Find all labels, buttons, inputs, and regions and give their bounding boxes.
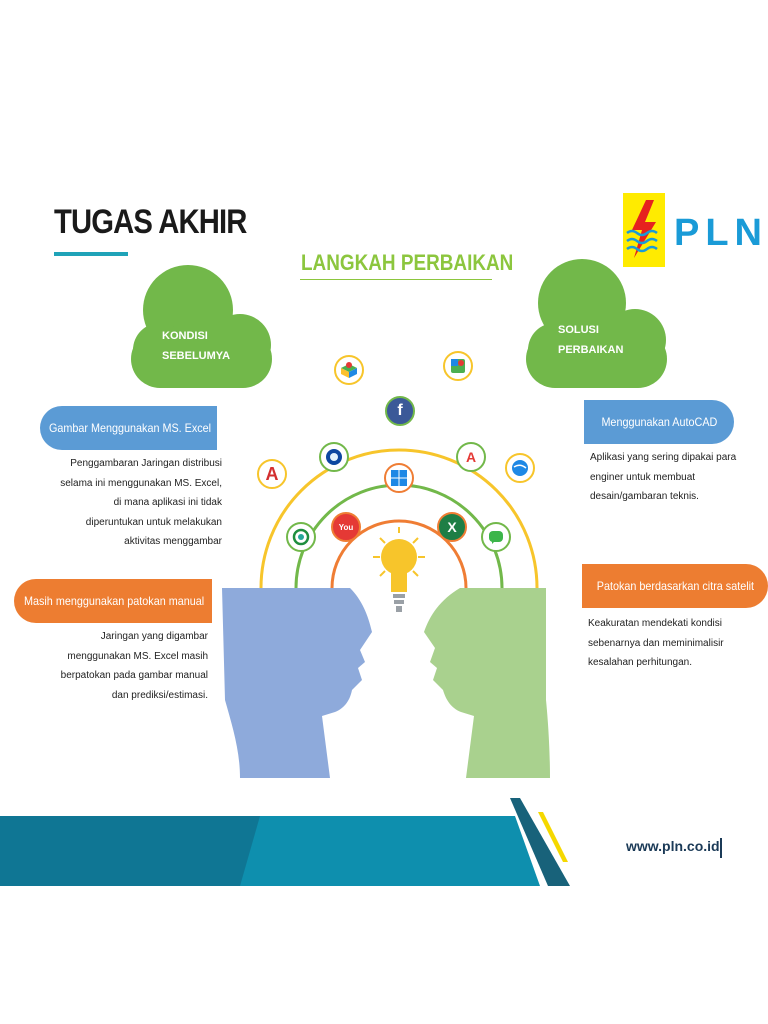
left-cloud-line2: SEBELUMYA <box>162 350 231 362</box>
left-heading-manual-text: Masih menggunakan patokan manual <box>24 594 205 608</box>
excel-icon: X <box>437 512 467 542</box>
right-desc-autocad: Aplikasi yang sering dipakai para engine… <box>590 448 736 507</box>
pdf-icon: A <box>456 442 486 472</box>
desc-line: menggunakan MS. Excel masih <box>67 650 208 662</box>
left-cloud <box>131 265 272 388</box>
footer-stripe-yellow <box>538 812 568 862</box>
footer-band-dark <box>0 816 260 886</box>
left-cloud-label: KONDISI SEBELUMYA <box>162 326 230 366</box>
facebook-glyph: f <box>397 402 403 419</box>
youtube-icon: You <box>331 512 361 542</box>
right-desc-satellite: Keakuratan mendekati kondisi sebenarnya … <box>588 614 724 673</box>
excel-glyph: X <box>447 519 457 535</box>
footer-separator <box>720 838 722 858</box>
left-heading-manual: Masih menggunakan patokan manual <box>14 579 212 623</box>
left-head <box>222 588 372 778</box>
google-maps-glyph <box>451 359 465 373</box>
mind-map-icon <box>286 522 316 552</box>
desc-line: kesalahan perhitungan. <box>588 657 692 668</box>
left-heading-excel: Gambar Menggunakan MS. Excel <box>40 406 217 450</box>
desc-line: enginer untuk membuat <box>590 471 696 483</box>
page-title: TUGAS AKHIR <box>54 203 247 241</box>
title-underline <box>54 252 128 256</box>
google-maps-icon <box>443 351 473 381</box>
lightbulb-icon <box>373 527 425 612</box>
brand-name: PLN <box>674 212 768 254</box>
footer-stripe-dark <box>510 798 570 886</box>
autocad-glyph: A <box>265 463 279 484</box>
desc-line: desain/gambaran teknis. <box>590 491 699 502</box>
youtube-glyph: You <box>338 522 354 532</box>
right-heading-satellite-text: Patokan berdasarkan citra satelit <box>596 579 754 593</box>
desc-line: Penggambaran Jaringan distribusi <box>70 458 222 469</box>
right-head <box>424 588 550 778</box>
desc-line: selama ini menggunakan MS. Excel, <box>60 477 222 489</box>
pln-logo-box <box>623 193 665 267</box>
maps-icon <box>334 355 364 385</box>
autocad-icon: A <box>257 459 287 489</box>
right-cloud <box>526 259 667 388</box>
footer-url[interactable]: www.pln.co.id <box>626 838 720 854</box>
desc-line: berpatokan pada gambar manual <box>60 670 208 681</box>
facebook-icon: f <box>385 396 415 426</box>
desc-line: Aplikasi yang sering dipakai para <box>590 452 737 463</box>
pdf-glyph: A <box>465 449 477 465</box>
desc-line: diperuntukan untuk melakukan <box>85 516 222 528</box>
google-earth-glyph <box>512 460 528 476</box>
desc-line: sebenarnya dan meminimalisir <box>588 637 724 649</box>
section-subtitle: LANGKAH PERBAIKAN <box>301 250 514 275</box>
windows-glyph <box>391 470 407 486</box>
desc-line: Jaringan yang digambar <box>100 631 208 642</box>
mind-map-glyph <box>292 528 310 546</box>
right-heading-autocad-text: Menggunakan AutoCAD <box>601 415 717 429</box>
line-icon <box>481 522 511 552</box>
left-desc-excel: Penggambaran Jaringan distribusi selama … <box>60 454 222 552</box>
desc-line: Keakuratan mendekati kondisi <box>588 618 722 629</box>
left-heading-excel-text: Gambar Menggunakan MS. Excel <box>49 421 212 435</box>
arc-outer <box>259 448 539 589</box>
right-cloud-line1: SOLUSI <box>558 324 599 336</box>
right-cloud-line2: PERBAIKAN <box>558 344 624 356</box>
line-glyph <box>489 531 503 544</box>
camera-glyph <box>326 449 342 465</box>
maps-glyph <box>341 362 357 378</box>
arc-inner <box>330 519 468 589</box>
right-cloud-label: SOLUSI PERBAIKAN <box>558 320 623 360</box>
windows-icon <box>384 463 414 493</box>
google-earth-icon <box>505 453 535 483</box>
desc-line: di mana aplikasi ini tidak <box>113 497 222 508</box>
subtitle-underline <box>300 279 492 280</box>
right-heading-autocad: Menggunakan AutoCAD <box>584 400 734 444</box>
left-cloud-line1: KONDISI <box>162 330 208 342</box>
desc-line: aktivitas menggambar <box>124 536 222 547</box>
desc-line: dan prediksi/estimasi. <box>111 689 208 701</box>
right-heading-satellite: Patokan berdasarkan citra satelit <box>582 564 768 608</box>
left-desc-manual: Jaringan yang digambar menggunakan MS. E… <box>61 627 208 705</box>
camera-icon <box>319 442 349 472</box>
